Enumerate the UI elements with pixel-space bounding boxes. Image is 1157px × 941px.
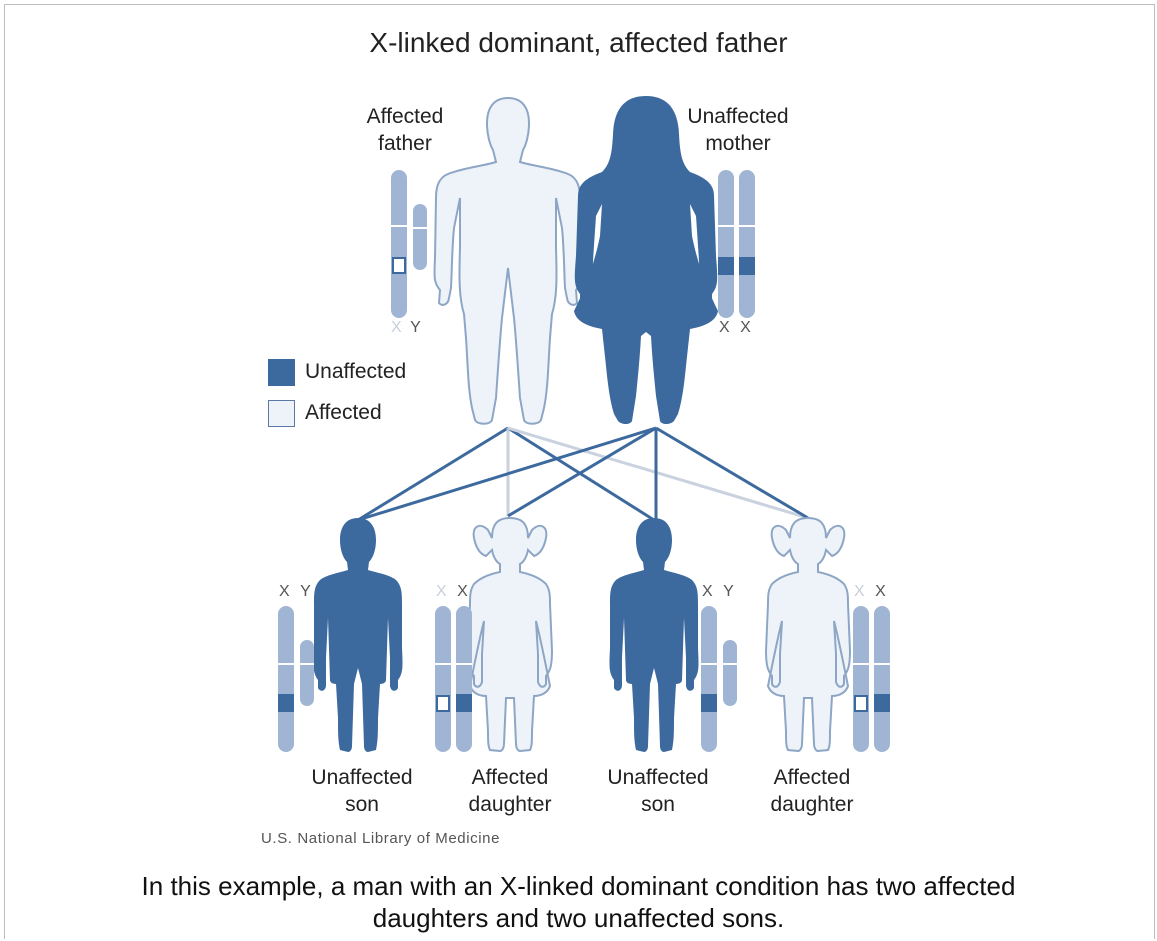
source-credit: U.S. National Library of Medicine — [261, 830, 501, 847]
legend-affected-label: Affected — [305, 401, 382, 424]
daughter2-figure — [765, 517, 851, 752]
line-mother-daughter2 — [655, 426, 809, 520]
daughter2-x1-chromosome — [853, 606, 869, 752]
son1-x-letter: X — [279, 583, 290, 600]
father-x-mutation-marker — [392, 257, 406, 274]
mother-x2-letter: X — [740, 319, 751, 336]
line-mother-son1 — [357, 426, 657, 522]
daughter1-x2-band — [456, 694, 472, 712]
mother-x1-letter: X — [719, 319, 730, 336]
mother-x1-band — [718, 257, 734, 275]
mother-label-line2: mother — [705, 132, 771, 155]
daughter2-label-line2: daughter — [770, 793, 854, 816]
son2-chromosomes — [701, 606, 737, 752]
caption-line2: daughters and two unaffected sons. — [372, 903, 785, 933]
daughter2-x2-chromosome — [874, 606, 890, 752]
father-x-chromosome — [391, 170, 407, 318]
son2-label-line1: Unaffected — [607, 766, 709, 789]
daughter2-label: Affected daughter — [752, 764, 872, 818]
son2-x-band — [701, 694, 717, 712]
daughter1-chromosome-labels: X X — [436, 583, 468, 601]
legend-unaffected-label: Unaffected — [305, 360, 407, 383]
father-chromosomes — [391, 170, 427, 318]
daughter2-x1-mutation-marker — [854, 695, 868, 712]
daughter1-x1-letter: X — [436, 583, 447, 600]
father-label-line1: Affected — [366, 105, 444, 128]
daughter1-x1-mutation-marker — [436, 695, 450, 712]
father-label-line2: father — [378, 132, 432, 155]
daughter1-x1-chromosome — [435, 606, 451, 752]
son2-y-letter: Y — [723, 583, 734, 600]
line-father-son1 — [357, 426, 509, 522]
daughter2-label-line1: Affected — [773, 766, 851, 789]
son1-y-letter: Y — [300, 583, 311, 600]
inheritance-lines — [357, 426, 809, 522]
figure-frame — [4, 4, 1155, 939]
legend-unaffected-swatch — [268, 359, 295, 386]
daughter2-x1-letter: X — [854, 583, 865, 600]
line-father-daughter2 — [507, 426, 809, 520]
son2-chromosome-labels: X Y — [702, 583, 734, 601]
father-label: Affected father — [345, 103, 465, 157]
father-chromosome-labels: X Y — [391, 319, 421, 337]
legend-affected-swatch — [268, 400, 295, 427]
son1-y-chromosome — [300, 640, 314, 706]
mother-x2-chromosome — [739, 170, 755, 318]
daughter1-x2-chromosome — [456, 606, 472, 752]
son1-chromosome-labels: X Y — [279, 583, 311, 601]
mother-x1-chromosome — [718, 170, 734, 318]
son1-label-line2: son — [345, 793, 379, 816]
son2-y-chromosome — [723, 640, 737, 706]
caption-line1: In this example, a man with an X-linked … — [141, 871, 1016, 901]
mother-chromosomes — [718, 170, 755, 318]
son1-figure — [313, 518, 403, 752]
daughter2-x2-letter: X — [875, 583, 886, 600]
line-mother-daughter1 — [507, 426, 657, 518]
son2-figure — [609, 518, 699, 752]
daughter2-chromosome-labels: X X — [854, 583, 886, 601]
daughter1-x2-letter: X — [457, 583, 468, 600]
father-y-chromosome — [413, 204, 427, 270]
son1-chromosomes — [278, 606, 314, 752]
diagram-title: X-linked dominant, affected father — [369, 27, 788, 58]
son1-x-chromosome — [278, 606, 294, 752]
daughter1-label-line2: daughter — [468, 793, 552, 816]
mother-chromosome-labels: X X — [719, 319, 751, 337]
son2-x-letter: X — [702, 583, 713, 600]
son1-label-line1: Unaffected — [311, 766, 413, 789]
son1-x-band — [278, 694, 294, 712]
mother-x2-band — [739, 257, 755, 275]
caption: In this example, a man with an X-linked … — [0, 870, 1157, 934]
daughter1-label-line1: Affected — [471, 766, 549, 789]
daughter1-label: Affected daughter — [450, 764, 570, 818]
son1-label: Unaffected son — [292, 764, 432, 818]
father-y-letter: Y — [410, 319, 421, 336]
daughter1-figure — [467, 517, 553, 752]
daughter2-x2-band — [874, 694, 890, 712]
son2-label: Unaffected son — [588, 764, 728, 818]
son2-x-chromosome — [701, 606, 717, 752]
father-x-letter: X — [391, 319, 402, 336]
son2-label-line2: son — [641, 793, 675, 816]
mother-label-line1: Unaffected — [687, 105, 789, 128]
daughter2-chromosomes — [853, 606, 890, 752]
mother-label: Unaffected mother — [668, 103, 808, 157]
daughter1-chromosomes — [435, 606, 472, 752]
